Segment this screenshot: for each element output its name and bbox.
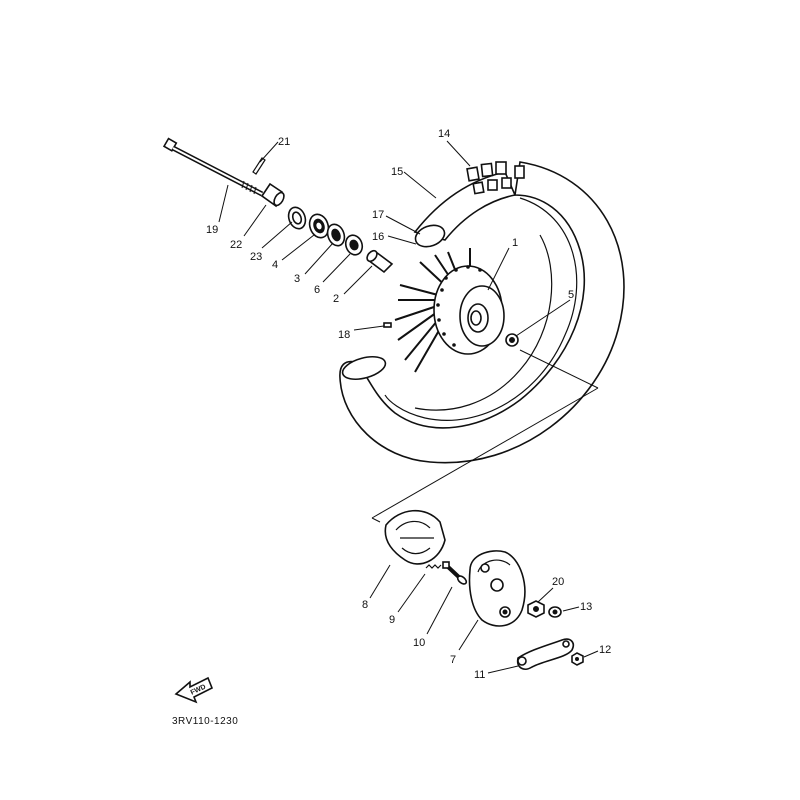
callout-19: 19 [206, 224, 218, 236]
callouts: 1 2 3 4 5 6 7 8 9 10 11 12 13 14 15 16 1… [206, 128, 611, 681]
bolt-12 [571, 652, 584, 666]
callout-13: 13 [580, 601, 592, 613]
rim-inner [384, 197, 578, 421]
callout-8: 8 [362, 599, 368, 611]
callout-11: 11 [474, 669, 485, 681]
callout-22: 22 [230, 239, 242, 251]
wheel-assembly [339, 161, 625, 464]
callout-12: 12 [599, 644, 611, 656]
spoke-nipple [383, 322, 392, 328]
hub-bore [470, 310, 482, 326]
callout-7: 7 [450, 654, 456, 666]
brake-parts [384, 509, 584, 670]
callout-17: 17 [372, 209, 384, 221]
brake-spring [425, 564, 442, 569]
brake-shoes [384, 509, 446, 565]
callout-4: 4 [272, 259, 278, 271]
callout-15: 15 [391, 166, 403, 178]
diagram-code: 3RV110-1230 [172, 716, 238, 727]
callout-3: 3 [294, 273, 300, 285]
cotter-pin [252, 157, 266, 175]
leader-lines [218, 140, 599, 674]
rim-inner-2 [414, 234, 553, 411]
callout-20: 20 [552, 576, 564, 588]
tire-tread [466, 161, 525, 195]
callout-10: 10 [413, 637, 425, 649]
axle-parts [162, 137, 394, 274]
callout-18: 18 [338, 329, 350, 341]
tire-outline [339, 161, 625, 464]
callout-5: 5 [568, 289, 574, 301]
tire-cut-end [341, 355, 387, 381]
callout-23: 23 [250, 251, 262, 263]
axle [162, 137, 264, 197]
brake-camshaft [442, 561, 468, 585]
callout-21: 21 [278, 136, 290, 148]
callout-2: 2 [333, 293, 339, 305]
fwd-arrow: FWD [174, 676, 214, 704]
nut-20 [527, 600, 545, 618]
callout-9: 9 [389, 614, 395, 626]
hub-holes [436, 265, 482, 347]
callout-16: 16 [372, 231, 384, 243]
callout-14: 14 [438, 128, 450, 140]
assembly-lines [371, 349, 599, 523]
callout-1: 1 [512, 237, 518, 249]
callout-6: 6 [314, 284, 320, 296]
tube-end [414, 224, 446, 248]
camshaft-lever [516, 638, 575, 670]
brake-shoe-plate [468, 550, 526, 627]
